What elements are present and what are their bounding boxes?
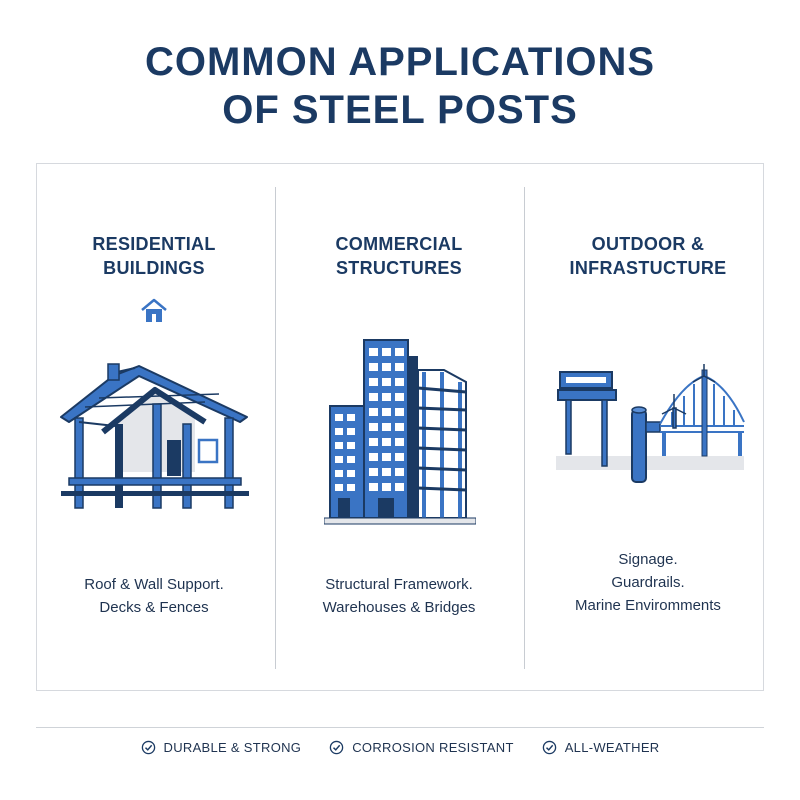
small-house-icon xyxy=(141,298,167,322)
page-title-line-2: OF STEEL POSTS xyxy=(222,88,578,132)
outdoor-description: Signage. Guardrails. Marine Enviromments xyxy=(575,551,721,614)
check-circle-icon xyxy=(329,740,344,755)
residential-title: RESIDENTIAL BUILDINGS xyxy=(92,234,216,278)
office-building-icon xyxy=(324,339,476,525)
check-circle-icon xyxy=(542,740,556,755)
outdoor-title: OUTDOOR & INFRASTUCTURE xyxy=(569,234,727,278)
check-circle-icon xyxy=(141,740,155,755)
column-divider xyxy=(524,187,525,669)
feature-durable: DURABLE & STRONG xyxy=(141,740,302,755)
features-bar: DURABLE & STRONG CORROSION RESISTANT ALL… xyxy=(0,740,800,755)
residential-column: RESIDENTIAL BUILDINGS xyxy=(34,232,274,280)
residential-description: Roof & Wall Support. Decks & Fences xyxy=(84,576,224,616)
feature-corrosion: CORROSION RESISTANT xyxy=(329,740,513,755)
page-title-line-1: COMMON APPLICATIONS xyxy=(144,40,656,84)
page-title: COMMON APPLICATIONS OF STEEL POSTS xyxy=(0,38,800,134)
house-icon xyxy=(60,363,249,509)
commercial-title: COMMERCIAL STRUCTURES xyxy=(335,234,463,278)
footer-divider xyxy=(36,727,764,728)
column-divider xyxy=(275,187,276,669)
infrastructure-icon xyxy=(556,364,745,483)
outdoor-column: OUTDOOR & INFRASTUCTURE xyxy=(528,232,768,280)
commercial-column: COMMERCIAL STRUCTURES xyxy=(279,232,519,280)
commercial-description: Structural Framework. Warehouses & Bridg… xyxy=(322,576,476,616)
feature-all-weather: ALL-WEATHER xyxy=(542,740,660,755)
